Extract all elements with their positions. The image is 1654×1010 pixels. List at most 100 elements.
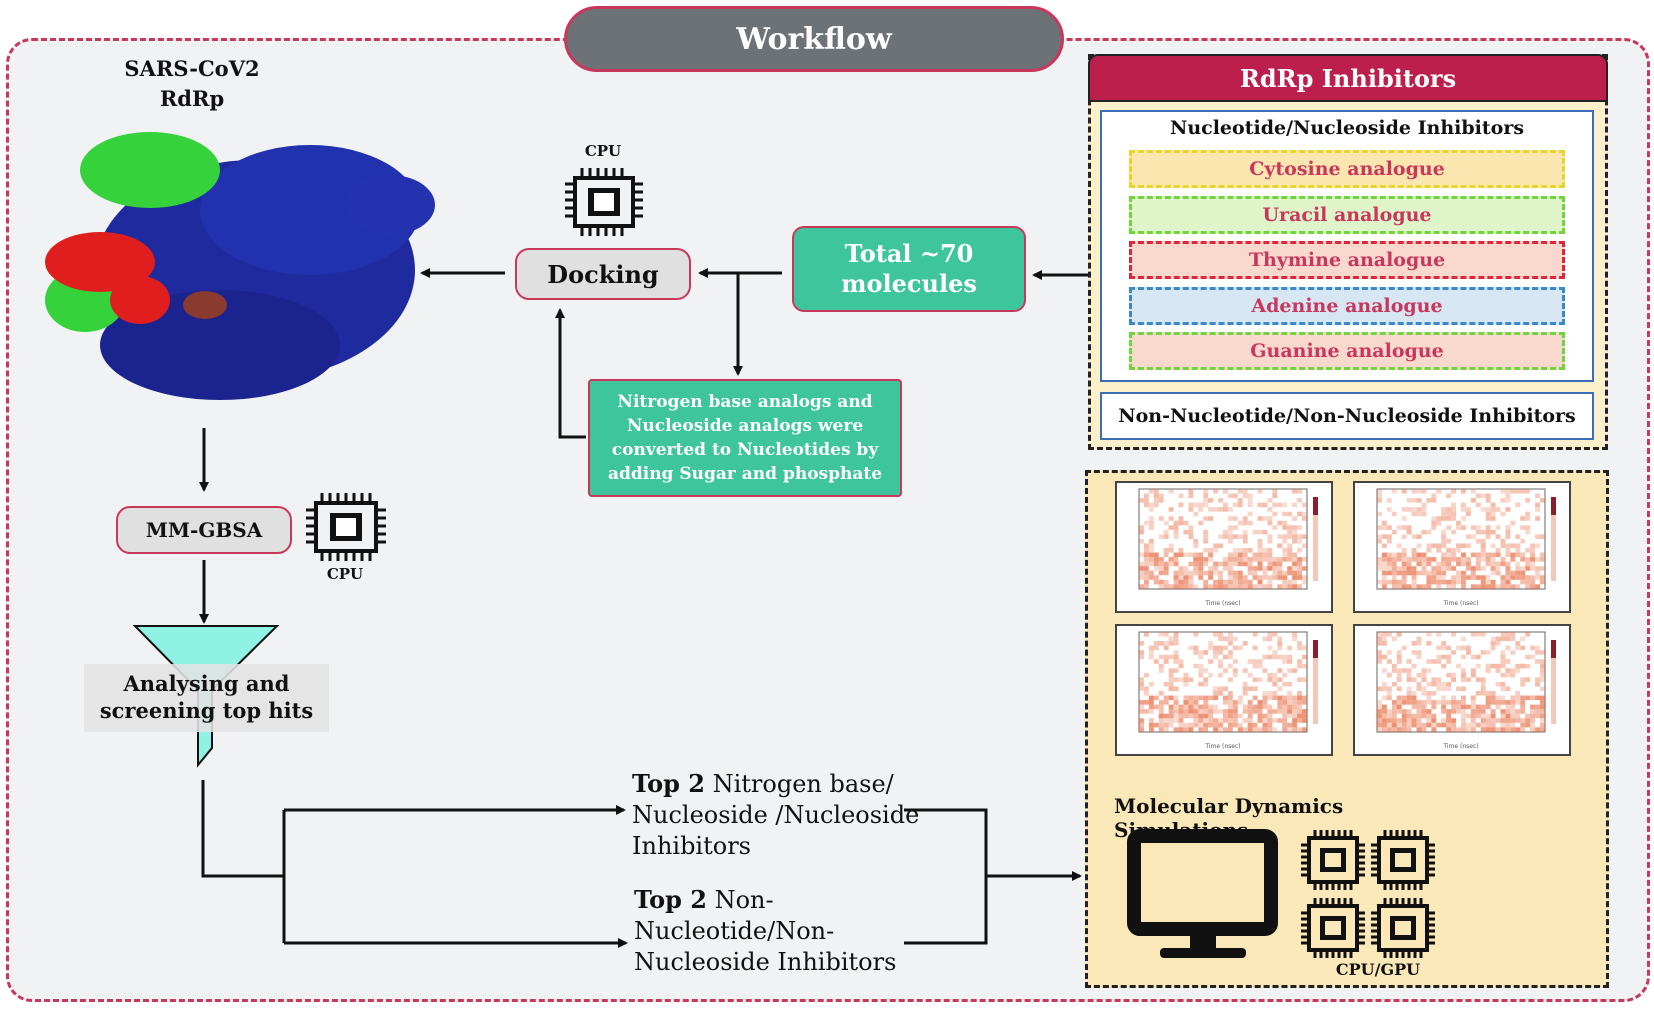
- heatmap-cell: [1377, 654, 1382, 660]
- heatmap-cell: [1381, 704, 1387, 710]
- heatmap-cell: [1247, 672, 1253, 678]
- heatmap-cell: [1302, 677, 1307, 682]
- heatmap-cell: [1381, 570, 1387, 576]
- heatmap-cell: [1475, 654, 1481, 660]
- heatmap-cell: [1153, 489, 1159, 494]
- heatmap-cell: [1401, 584, 1407, 589]
- heatmap-cell: [1396, 677, 1402, 682]
- heatmap-cell: [1396, 543, 1402, 549]
- screening-backdrop: [84, 664, 329, 732]
- heatmap-cell: [1436, 516, 1442, 521]
- heatmap-cell: [1451, 695, 1457, 701]
- heatmap-cell: [1426, 529, 1432, 535]
- heatmap-cell: [1143, 686, 1149, 692]
- heatmap-cell: [1460, 516, 1466, 521]
- heatmap-cell: [1168, 672, 1174, 678]
- heatmap-cell: [1168, 641, 1174, 646]
- heatmap-cell: [1490, 552, 1496, 558]
- heatmap-cell: [1535, 507, 1541, 512]
- heatmap-cell: [1247, 709, 1253, 714]
- heatmap-cell: [1292, 525, 1298, 530]
- heatmap-cell: [1396, 525, 1402, 530]
- heatmap-cell: [1188, 709, 1194, 714]
- heatmap-cell: [1143, 557, 1149, 562]
- heatmap-cell: [1183, 677, 1189, 682]
- heatmap-cell: [1500, 584, 1506, 589]
- heatmap-cell: [1520, 636, 1526, 642]
- heatmap-cell: [1178, 566, 1184, 571]
- heatmap-cell: [1158, 713, 1164, 719]
- heatmap-cell: [1232, 672, 1238, 678]
- heatmap-cell: [1540, 575, 1545, 580]
- heatmap-cell: [1287, 570, 1293, 576]
- heatmap-cell: [1237, 713, 1243, 719]
- heatmap-cell: [1222, 686, 1228, 692]
- heatmap-cell: [1505, 584, 1511, 589]
- heatmap-cell: [1183, 672, 1189, 678]
- heatmap-cell: [1495, 695, 1501, 701]
- heatmap-cell: [1386, 722, 1392, 728]
- heatmap-plot: Time (nsec): [1376, 631, 1556, 750]
- heatmap-cell: [1406, 727, 1412, 732]
- heatmap-cell: [1470, 695, 1476, 701]
- heatmap-cell: [1218, 561, 1223, 567]
- heatmap-cell: [1168, 677, 1174, 682]
- heatmap-cell: [1163, 548, 1169, 553]
- heatmap-cell: [1168, 654, 1174, 660]
- heatmap-cell: [1485, 700, 1491, 705]
- heatmap-cell: [1232, 561, 1238, 567]
- heatmap-cell: [1500, 575, 1506, 580]
- heatmap-cell: [1222, 636, 1228, 642]
- heatmap-cell: [1158, 663, 1164, 669]
- heatmap-cell: [1282, 584, 1288, 589]
- heatmap-cell: [1431, 722, 1437, 728]
- heatmap-cell: [1490, 718, 1496, 723]
- heatmap-cell: [1505, 507, 1511, 512]
- heatmap-cell: [1158, 584, 1164, 589]
- heatmap-cell: [1456, 570, 1461, 576]
- heatmap-cell: [1406, 529, 1412, 535]
- heatmap-cell: [1436, 489, 1442, 494]
- heatmap-cell: [1262, 502, 1268, 508]
- heatmap-cell: [1460, 579, 1466, 585]
- heatmap-cell: [1227, 663, 1233, 669]
- heatmap-cell: [1416, 498, 1422, 503]
- heatmap-cell: [1203, 489, 1209, 494]
- heatmap-cell: [1377, 511, 1382, 517]
- heatmap-cell: [1401, 700, 1407, 705]
- heatmap-cell: [1396, 552, 1402, 558]
- heatmap-cell: [1446, 493, 1452, 499]
- heatmap-cell: [1451, 704, 1457, 710]
- heatmap-cell: [1451, 557, 1457, 562]
- heatmap-cell: [1401, 548, 1407, 553]
- heatmap-cell: [1525, 489, 1531, 494]
- heatmap-cell: [1218, 534, 1223, 539]
- heatmap-cell: [1411, 718, 1417, 723]
- heatmap-cell: [1510, 727, 1516, 732]
- heatmap-cell: [1446, 566, 1452, 571]
- heatmap-cell: [1460, 575, 1466, 580]
- heatmap-cell: [1227, 534, 1233, 539]
- heatmap-cell: [1520, 538, 1526, 544]
- heatmap-cell: [1193, 570, 1199, 576]
- heatmap-cell: [1292, 713, 1298, 719]
- heatmap-cell: [1465, 561, 1471, 567]
- heatmap-cell: [1515, 709, 1521, 714]
- heatmap-cell: [1198, 566, 1204, 571]
- heatmap-cell: [1257, 677, 1263, 682]
- heatmap-cell: [1287, 557, 1293, 562]
- heatmap-cell: [1485, 722, 1491, 728]
- heatmap-cell: [1510, 557, 1516, 562]
- heatmap-cell: [1421, 709, 1427, 714]
- heatmap-cell: [1277, 502, 1283, 508]
- heatmap-cell: [1505, 498, 1511, 503]
- heatmap-cell: [1485, 511, 1491, 517]
- heatmap-cell: [1232, 718, 1238, 723]
- heatmap-cell: [1198, 552, 1204, 558]
- heatmap-cell: [1188, 579, 1194, 585]
- heatmap-cell: [1460, 489, 1466, 494]
- heatmap-cell: [1436, 632, 1442, 637]
- heatmap-cell: [1158, 561, 1164, 567]
- heatmap-cell: [1168, 713, 1174, 719]
- heatmap-cell: [1441, 686, 1447, 692]
